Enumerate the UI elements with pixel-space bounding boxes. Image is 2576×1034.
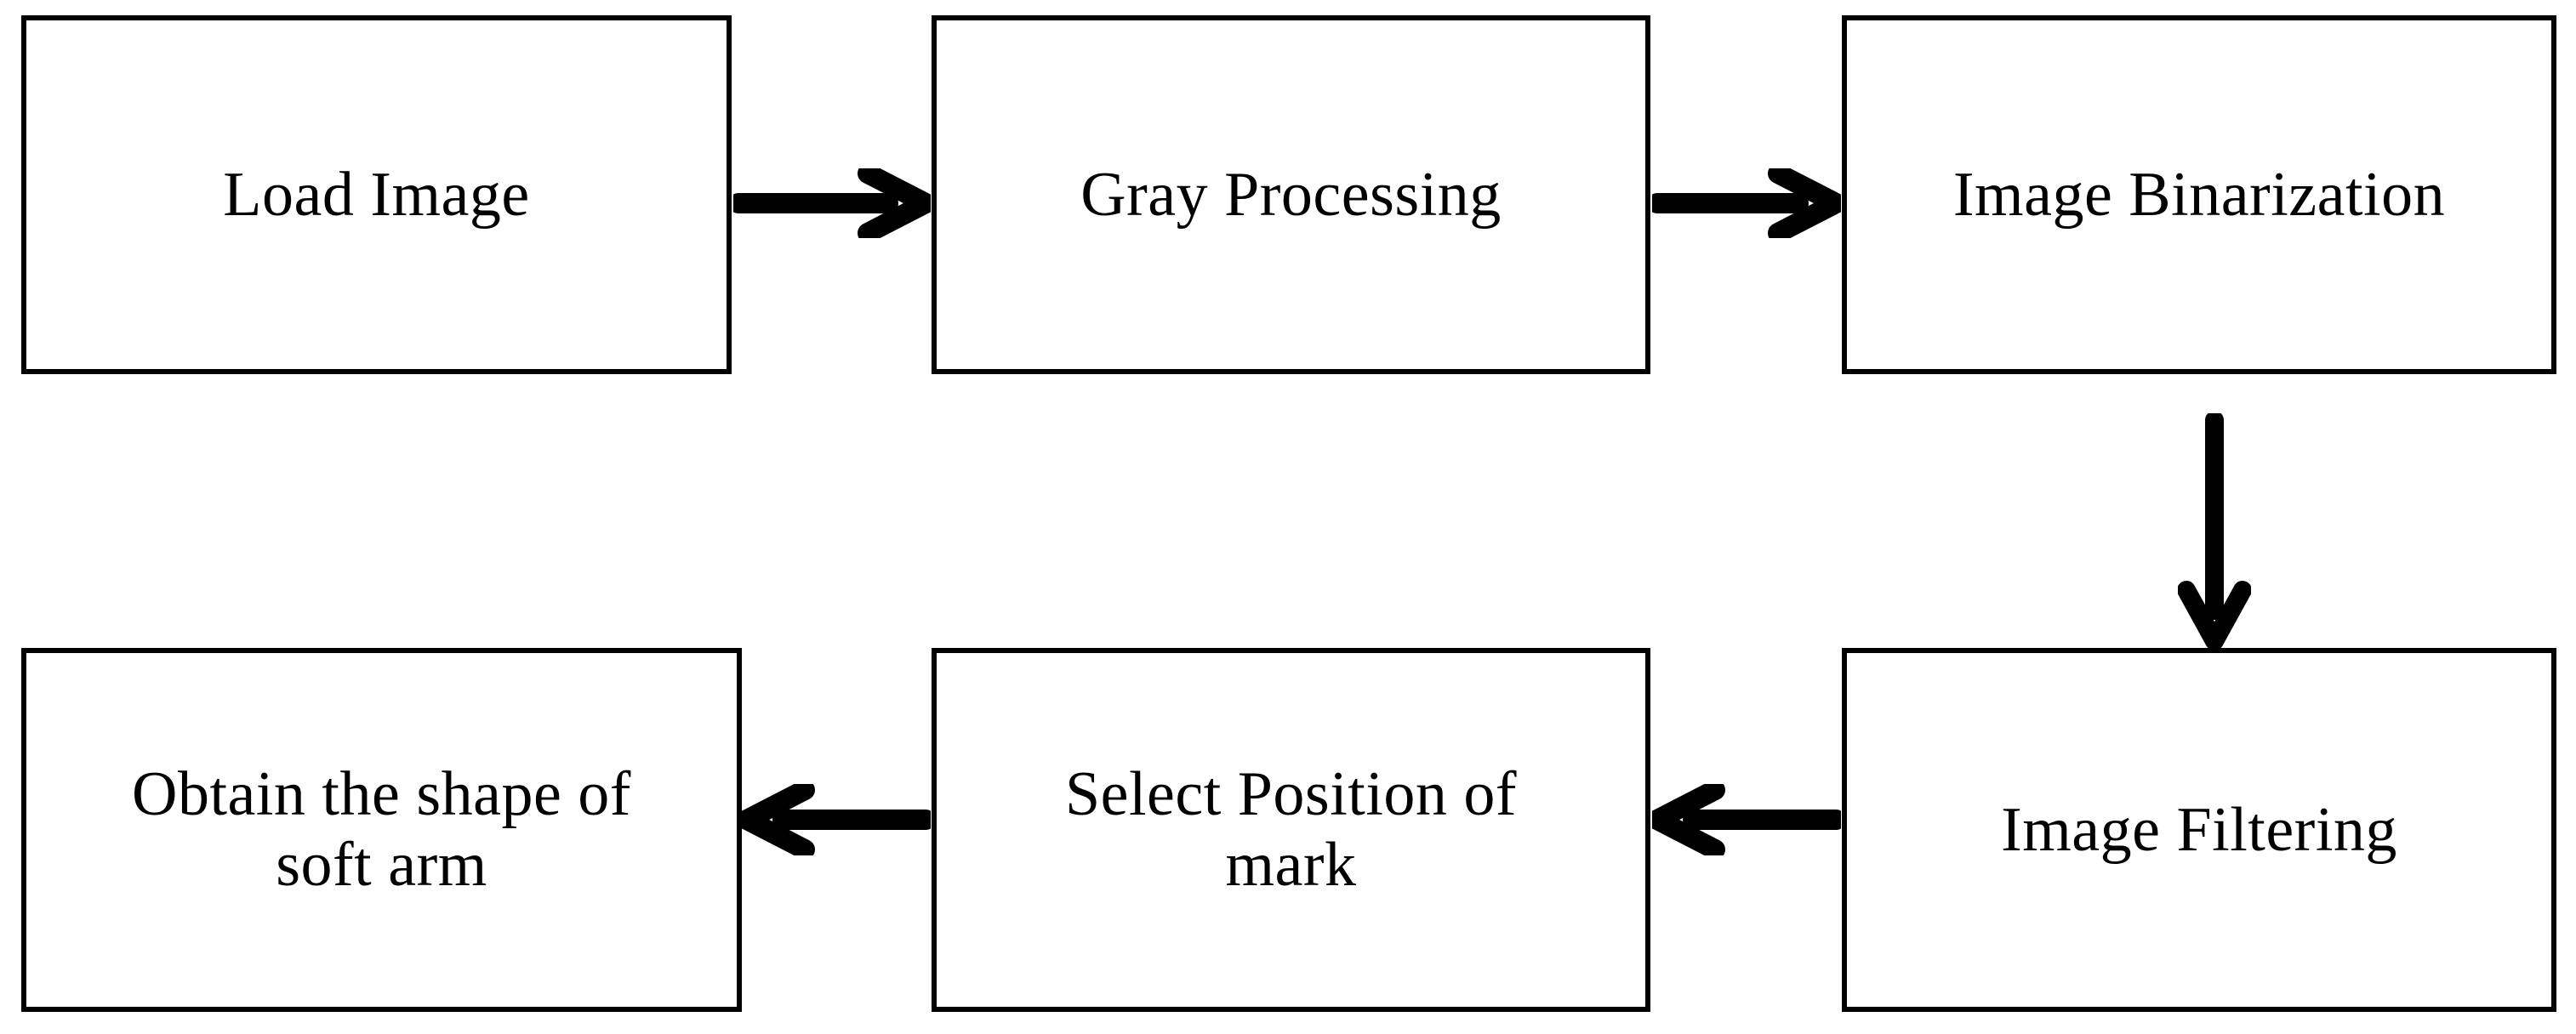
flow-node-label: Image Filtering (2001, 794, 2397, 865)
flow-node-label: Image Binarization (1952, 159, 2446, 230)
arrow-right-icon-gray-to-binarize (1652, 168, 1841, 238)
flow-node-label: Gray Processing (1080, 159, 1502, 230)
arrow-right-icon-load-to-gray (733, 168, 931, 238)
flow-node-obtain-shape[interactable]: Obtain the shape of soft arm (21, 648, 742, 1012)
flow-node-select-position[interactable]: Select Position of mark (932, 648, 1650, 1012)
flow-node-gray-processing[interactable]: Gray Processing (932, 15, 1650, 374)
flow-node-image-binarization[interactable]: Image Binarization (1842, 15, 2556, 374)
flow-node-label: Obtain the shape of soft arm (132, 759, 631, 900)
arrow-down-icon-binarize-to-filter (2178, 413, 2251, 648)
flow-node-label: Select Position of mark (1064, 759, 1518, 900)
flow-node-load-image[interactable]: Load Image (21, 15, 732, 374)
flow-node-image-filtering[interactable]: Image Filtering (1842, 648, 2556, 1012)
flow-node-label: Load Image (223, 159, 530, 230)
arrow-left-icon-select-to-obtain (742, 784, 931, 855)
arrow-left-icon-filter-to-select (1652, 784, 1841, 855)
